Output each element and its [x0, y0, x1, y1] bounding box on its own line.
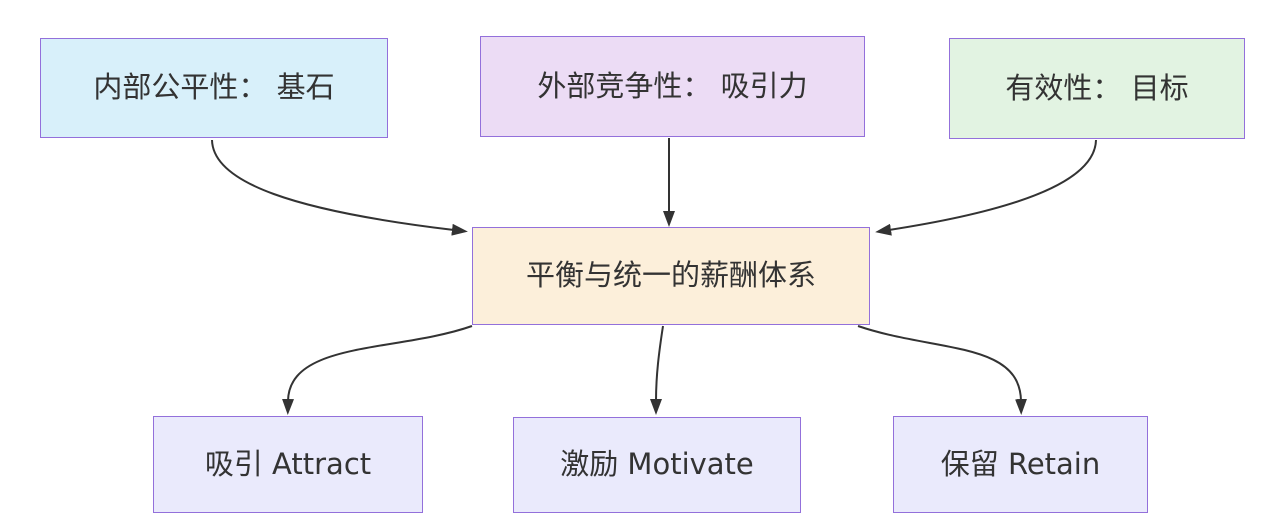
arrow-effectiveness-to-core: [875, 139, 1097, 236]
node-external-competitiveness: 外部竞争性： 吸引力: [480, 36, 865, 137]
node-retain: 保留 Retain: [893, 416, 1148, 513]
arrow-core-to-retain: [857, 325, 1027, 415]
arrow-internal-equity-to-core: [211, 139, 468, 236]
node-motivate: 激励 Motivate: [513, 417, 801, 513]
node-internal-equity: 内部公平性： 基石: [40, 38, 388, 138]
arrow-core-to-attract: [282, 325, 473, 415]
node-attract: 吸引 Attract: [153, 416, 423, 513]
node-effectiveness: 有效性： 目标: [949, 38, 1245, 139]
node-core-compensation-system: 平衡与统一的薪酬体系: [472, 227, 870, 325]
arrow-core-to-motivate: [650, 325, 664, 415]
diagram-canvas: { "diagram": { "type": "flowchart", "bac…: [40, 36, 1245, 513]
